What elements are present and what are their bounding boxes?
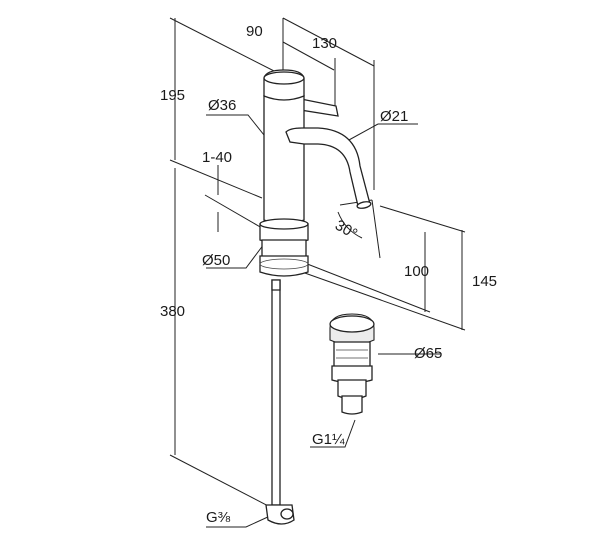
dim-spout-diameter: Ø21 xyxy=(380,108,408,125)
dim-body-diameter: Ø36 xyxy=(208,97,236,114)
dimension-lines xyxy=(169,17,466,528)
dim-total-height: 195 xyxy=(160,87,185,104)
dim-spout-clearance: 100 xyxy=(404,263,429,280)
dim-spout-angle: 30° xyxy=(332,217,360,243)
supply-hose xyxy=(271,279,281,506)
dim-handle-offset: 90 xyxy=(246,23,263,40)
spout xyxy=(285,127,371,207)
dimension-labels: 195 90 130 Ø36 Ø21 1-40 30° Ø50 100 145 … xyxy=(160,23,497,526)
dim-waste-thread: G1¼ xyxy=(312,431,345,448)
pop-up-waste xyxy=(329,313,375,415)
dim-deck-thickness: 1-40 xyxy=(202,149,232,166)
dim-spout-reach: 130 xyxy=(312,35,337,52)
dim-hose-length: 380 xyxy=(160,303,185,320)
faucet-body xyxy=(259,69,372,525)
dim-waste-diameter: Ø65 xyxy=(414,345,442,362)
dim-base-diameter: Ø50 xyxy=(202,252,230,269)
dim-supply-thread: G⅜ xyxy=(206,509,231,526)
dim-spout-height: 145 xyxy=(472,273,497,290)
